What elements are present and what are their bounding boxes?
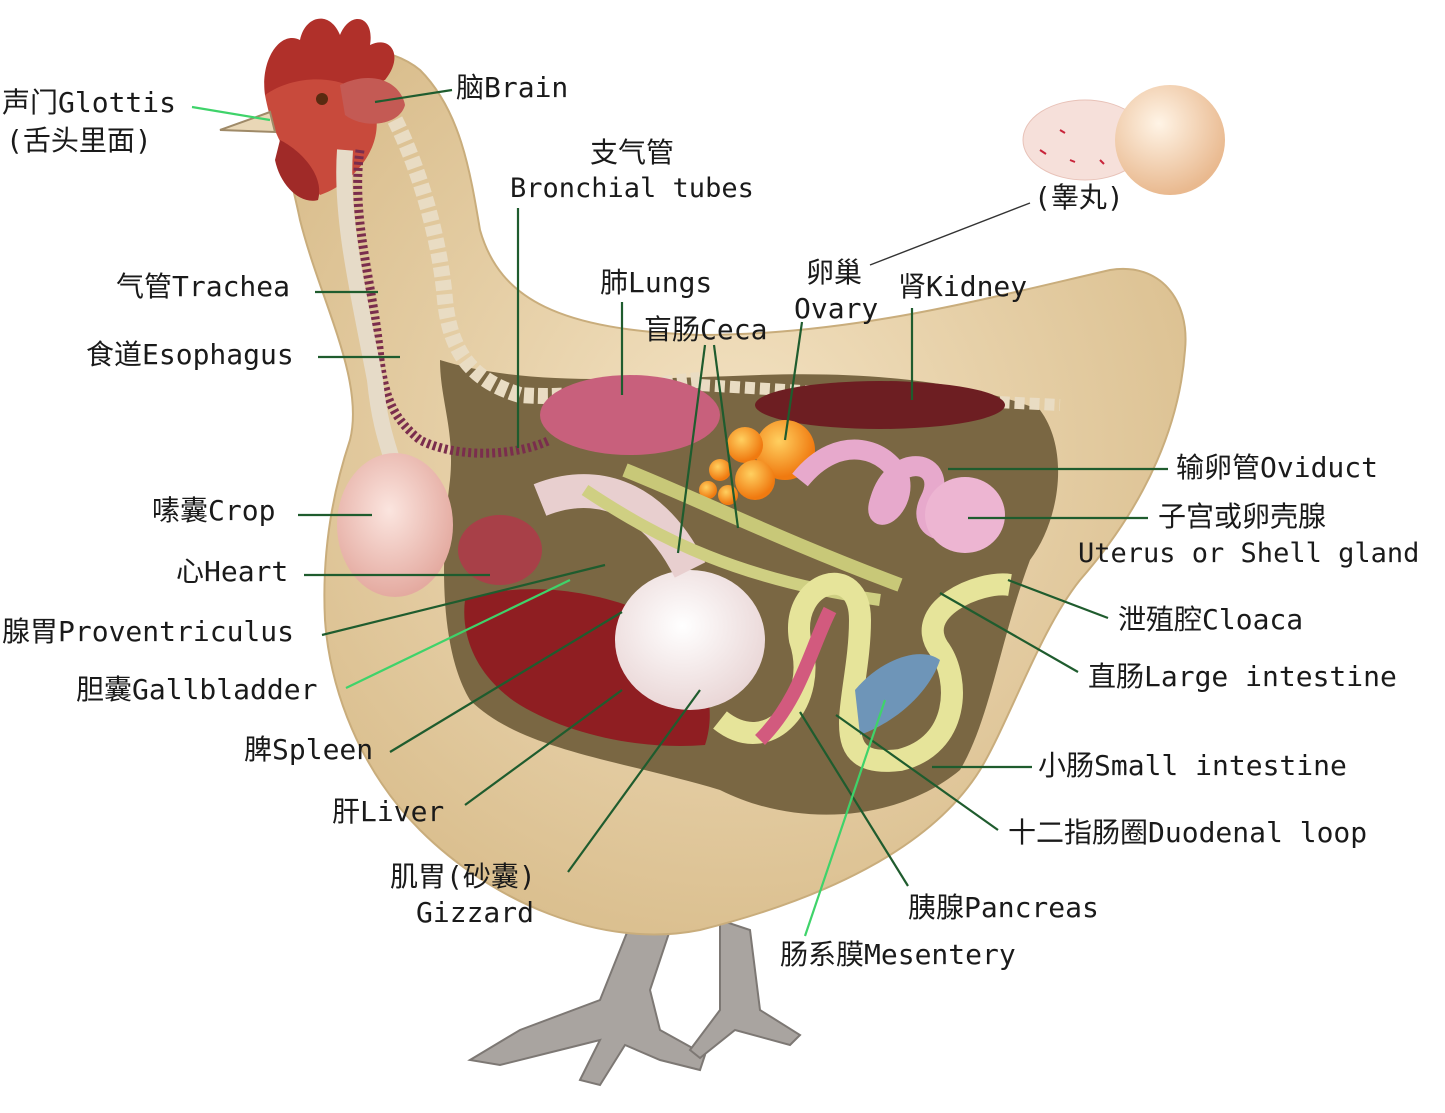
label-esophagus: 食道Esophagus xyxy=(86,338,294,371)
label-trachea: 气管Trachea xyxy=(116,270,291,303)
lungs-organ xyxy=(540,375,720,455)
label-crop: 嗉囊Crop xyxy=(152,494,276,527)
label-kidney: 肾Kidney xyxy=(898,270,1028,303)
label-mesentery: 肠系膜Mesentery xyxy=(780,938,1016,971)
label-cloaca: 泄殖腔Cloaca xyxy=(1118,603,1304,636)
label-heart: 心Heart xyxy=(176,555,289,588)
label-large-intestine: 直肠Large intestine xyxy=(1088,660,1397,693)
label-bronchial-en: Bronchial tubes xyxy=(510,173,754,204)
label-brain: 脑Brain xyxy=(456,71,569,104)
label-ovary-en: Ovary xyxy=(794,292,879,325)
label-gizzard-cn: 肌胃(砂囊) xyxy=(390,860,536,893)
gizzard-organ xyxy=(615,570,765,710)
label-glottis: 声门Glottis xyxy=(2,86,177,119)
label-testis: (睾丸) xyxy=(1034,181,1124,214)
label-uterus-en: Uterus or Shell gland xyxy=(1078,538,1420,569)
label-pancreas: 胰腺Pancreas xyxy=(908,891,1099,924)
label-oviduct: 输卵管Oviduct xyxy=(1176,451,1379,484)
label-liver: 肝Liver xyxy=(332,795,445,828)
pancreas-organ xyxy=(855,654,940,735)
duodenal-loop-organ xyxy=(754,606,837,745)
label-ceca: 盲肠Ceca xyxy=(644,313,768,346)
label-duodenal-loop: 十二指肠圈Duodenal loop xyxy=(1008,816,1368,849)
uterus-organ xyxy=(925,477,1005,553)
crop-organ xyxy=(337,453,453,597)
label-gallbladder: 胆囊Gallbladder xyxy=(76,673,318,706)
label-gizzard-en: Gizzard xyxy=(416,896,535,929)
label-lungs: 肺Lungs xyxy=(600,266,713,299)
label-small-intestine: 小肠Small intestine xyxy=(1038,749,1347,782)
label-bronchial-cn: 支气管 xyxy=(590,136,675,169)
label-glottis-note: (舌头里面) xyxy=(6,124,152,157)
leader-lines xyxy=(191,88,1168,937)
label-proventriculus: 腺胃Proventriculus xyxy=(2,615,295,648)
testis-image xyxy=(1022,85,1225,195)
label-uterus-cn: 子宫或卵壳腺 xyxy=(1158,500,1327,533)
heart-organ xyxy=(458,515,542,585)
kidney-organ xyxy=(755,381,1005,429)
legs xyxy=(467,899,802,1087)
ceca-organ xyxy=(622,463,903,592)
label-spleen: 脾Spleen xyxy=(244,733,374,766)
label-ovary-cn: 卵巢 xyxy=(806,256,863,289)
